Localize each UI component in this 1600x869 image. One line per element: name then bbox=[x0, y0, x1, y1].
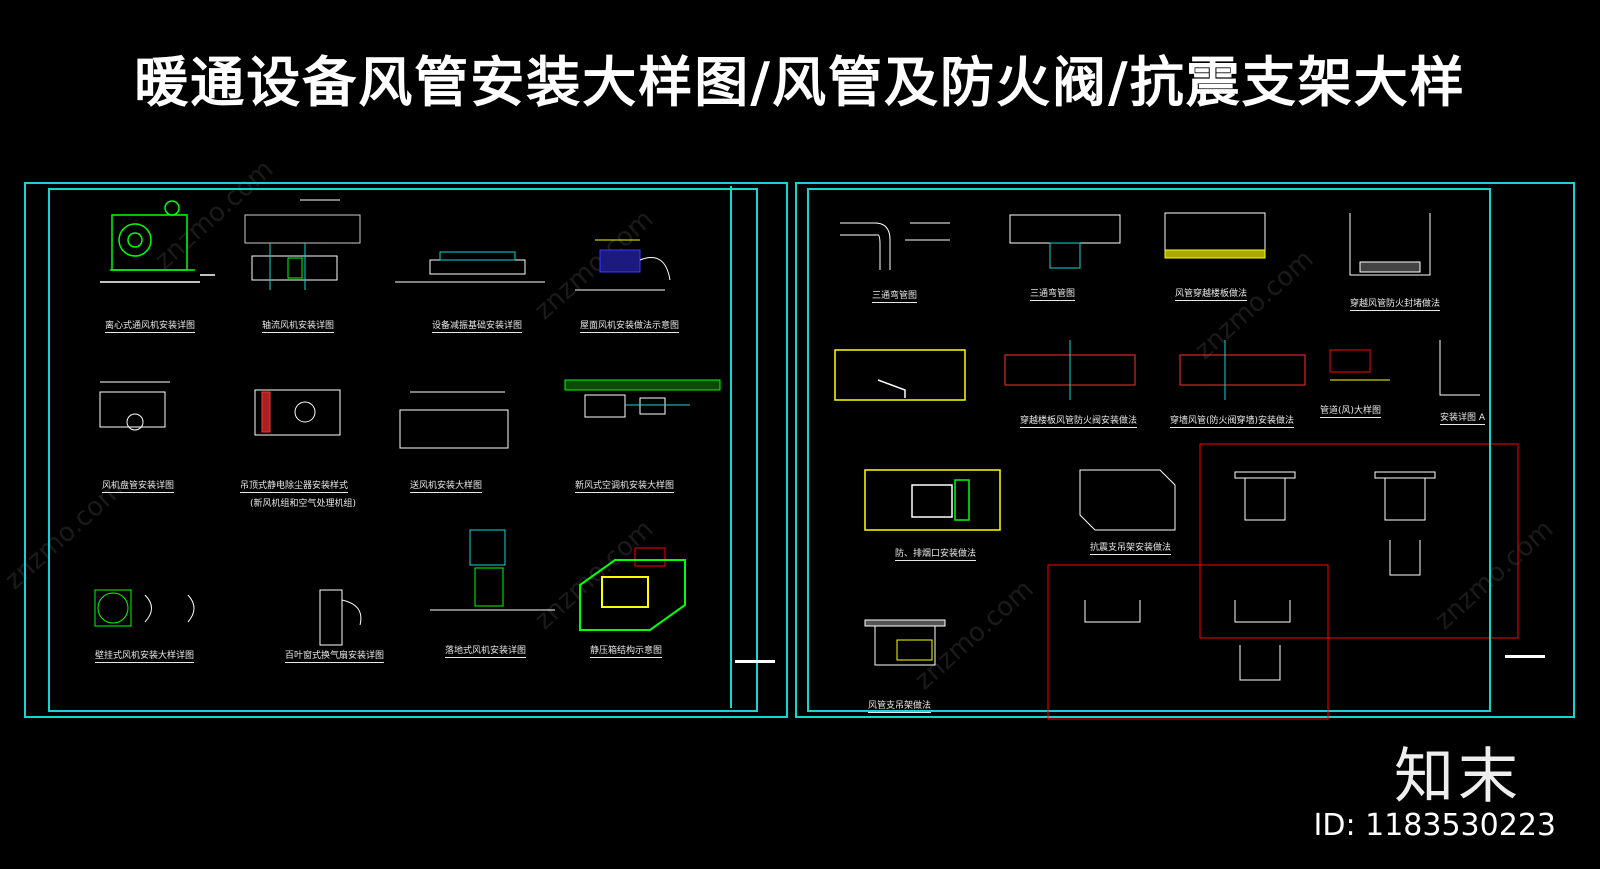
right-title-block-bar bbox=[1505, 655, 1545, 658]
caption-floor-fan: 落地式风机安装详图 bbox=[445, 643, 527, 658]
electrostatic-cleaner-drawing bbox=[254, 389, 341, 436]
caption-smoke-vent: 防、排烟口安装做法 bbox=[895, 546, 977, 561]
louver-fan-drawing bbox=[319, 589, 362, 646]
axial-fan-drawing bbox=[244, 199, 361, 290]
tee-bend-2-drawing bbox=[1009, 214, 1121, 269]
left-title-block bbox=[730, 186, 732, 708]
caption-floor-penetration: 风管穿越楼板做法 bbox=[1175, 286, 1248, 301]
caption-fire-seal: 穿越风管防火封堵做法 bbox=[1350, 296, 1441, 311]
new-air-unit-drawing bbox=[564, 379, 721, 418]
page-title: 暖通设备风管安装大样图/风管及防火阀/抗震支架大样 bbox=[134, 50, 1466, 114]
caption-tee-bend-2: 三通弯管图 bbox=[1030, 286, 1076, 301]
caption-louver-fan: 百叶窗式换气扇安装详图 bbox=[285, 648, 385, 663]
caption-pipe-detail: 管道(风)大样图 bbox=[1320, 403, 1382, 418]
pipe-detail-drawing bbox=[1329, 340, 1480, 396]
caption-duct-hanger: 风管支吊架做法 bbox=[868, 698, 932, 713]
centrifugal-fan-drawing bbox=[100, 200, 215, 283]
caption-tee-bend-1: 三通弯管图 bbox=[872, 288, 918, 303]
duct-hanger-drawing bbox=[864, 619, 946, 666]
fire-seal-drawing bbox=[1349, 213, 1431, 276]
smoke-vent-drawing bbox=[864, 469, 1001, 531]
left-title-block-bar bbox=[735, 660, 775, 663]
seismic-brackets bbox=[1084, 471, 1436, 681]
fire-damper-wall-drawing bbox=[1179, 340, 1306, 400]
caption-new-air-unit: 新风式空调机安装大样图 bbox=[575, 478, 675, 493]
caption-fire-damper-floor: 穿越楼板风管防火阀安装做法 bbox=[1020, 413, 1138, 428]
caption-install-detail-a: 安装详图 A bbox=[1440, 410, 1486, 425]
fire-damper-floor-drawing bbox=[1004, 340, 1136, 400]
caption-electrostatic: 吊顶式静电除尘器安装样式 bbox=[240, 478, 349, 493]
caption-plenum-box: 静压箱结构示意图 bbox=[590, 643, 663, 658]
left-drawing-sheet bbox=[24, 182, 788, 718]
roof-fan-drawing bbox=[575, 239, 671, 291]
caption-roof-fan: 屋面风机安装做法示意图 bbox=[580, 318, 680, 333]
caption-vibration-base: 设备减振基础安装详图 bbox=[432, 318, 523, 333]
floor-penetration-drawing bbox=[1164, 212, 1266, 259]
caption-fan-coil: 风机盘管安装详图 bbox=[102, 478, 175, 493]
fan-coil-drawing bbox=[99, 381, 170, 431]
supply-fan-drawing bbox=[399, 391, 509, 449]
caption-wall-fan: 壁挂式风机安装大样详图 bbox=[95, 648, 195, 663]
caption-fire-damper-wall: 穿墙风管(防火阀穿墙)安装做法 bbox=[1170, 413, 1295, 428]
tee-bend-1-drawing bbox=[840, 222, 950, 270]
left-sheet-inner-frame bbox=[48, 188, 758, 712]
brand-logo: 知末 bbox=[1394, 742, 1522, 812]
floor-fan-drawing bbox=[430, 529, 666, 611]
wall-fan-drawing bbox=[94, 589, 195, 627]
vibration-base-drawing bbox=[395, 251, 545, 283]
caption-centrifugal-fan: 离心式通风机安装详图 bbox=[105, 318, 196, 333]
caption-supply-fan: 送风机安装大样图 bbox=[410, 478, 483, 493]
duct-section-drawing bbox=[834, 349, 966, 401]
box-duct-drawing bbox=[1079, 469, 1176, 531]
caption-electrostatic-sub: (新风机组和空气处理机组) bbox=[250, 499, 357, 509]
caption-axial-fan: 轴流风机安装详图 bbox=[262, 318, 335, 333]
seismic-bracket-area bbox=[1047, 443, 1519, 720]
image-id-label: ID: 1183530223 bbox=[1313, 808, 1556, 843]
plenum-box-drawing bbox=[579, 559, 686, 631]
caption-seismic-bracket: 抗震支吊架安装做法 bbox=[1090, 540, 1172, 555]
